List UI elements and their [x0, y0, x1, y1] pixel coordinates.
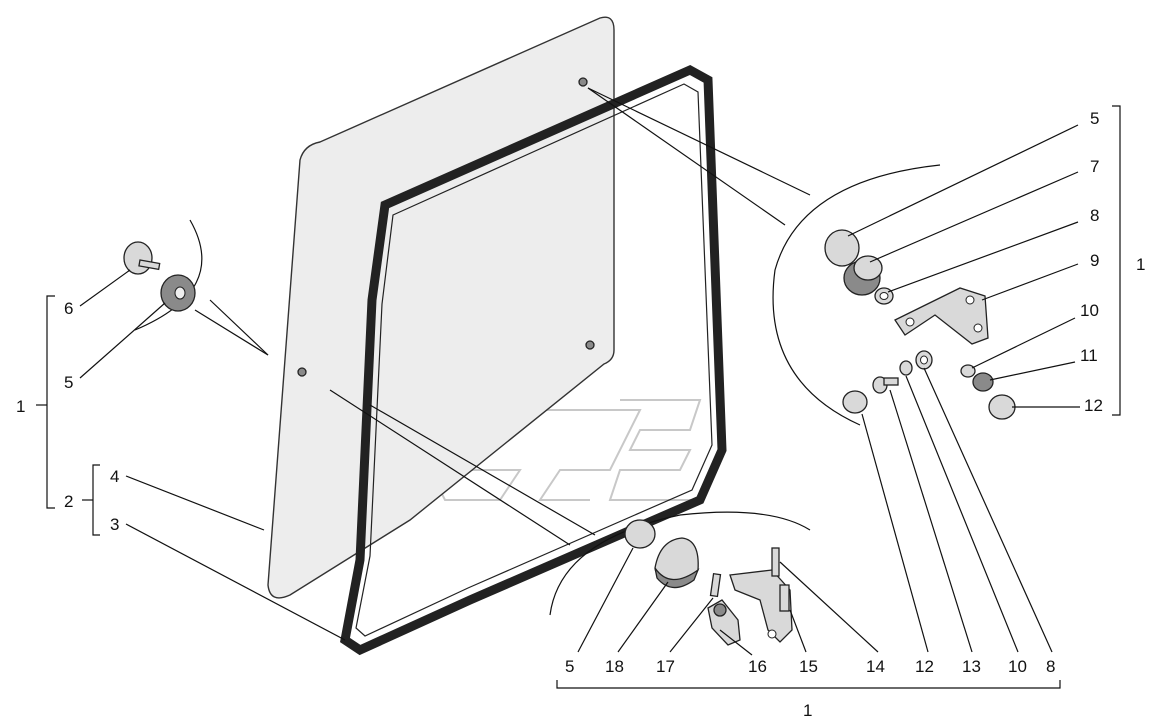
part-10-washer-lower: [899, 360, 913, 376]
glass-hole-top: [578, 77, 588, 87]
label-12-right: 12: [1084, 396, 1103, 415]
part-12-cap-right: [988, 394, 1016, 420]
label-18-bottom: 18: [605, 657, 624, 676]
label-10-right: 10: [1080, 301, 1099, 320]
bottom-leaders: [577, 367, 1053, 656]
part-8-washer-lower: [915, 350, 933, 370]
label-8-right: 8: [1090, 206, 1099, 225]
bottom-bracket: [556, 680, 1061, 689]
label-11-right: 11: [1080, 346, 1098, 365]
label-5-left: 5: [64, 373, 73, 392]
callout-labels: 5 7 8 9 1 10 11 12 6 5 1 4 2 3 5 18 17 1…: [16, 109, 1145, 720]
rubber-seal: [340, 64, 727, 656]
glass-hole-left: [297, 367, 307, 377]
label-13-bottom: 13: [962, 657, 981, 676]
part-17-pin: [709, 572, 722, 598]
label-12-bottom: 12: [915, 657, 934, 676]
label-1-left: 1: [16, 397, 25, 416]
part-11-nut: [972, 372, 994, 392]
label-14-bottom: 14: [866, 657, 885, 676]
part-18-cover: [654, 537, 700, 589]
part-5-washer-right: [824, 229, 860, 267]
label-4-left: 4: [110, 467, 119, 486]
part-10-washer: [960, 364, 976, 378]
label-1-right: 1: [1136, 255, 1145, 274]
label-9-right: 9: [1090, 251, 1099, 270]
right-bracket: [1112, 105, 1121, 416]
right-leaders: [847, 124, 1080, 408]
left-bracket-inner: [92, 464, 100, 536]
label-2-left: 2: [64, 492, 73, 511]
left-bracket-outer: [46, 295, 55, 509]
part-6-bolt: [123, 241, 161, 275]
label-8-bottom: 8: [1046, 657, 1055, 676]
part-14-pin: [771, 547, 780, 577]
detail-arc-bottom: [549, 511, 811, 616]
detail-arc-left: [134, 219, 203, 331]
part-5-washer-bottom: [624, 519, 656, 549]
part-13-bolt: [872, 376, 899, 394]
glass-hole-mid: [585, 340, 595, 350]
label-1-bottom: 1: [803, 701, 812, 720]
part-15-hinge: [729, 569, 793, 643]
part-7-bushing: [843, 255, 883, 296]
left-leaders: [79, 269, 346, 641]
glass-leaders: [194, 87, 811, 546]
label-3-left: 3: [110, 515, 119, 534]
label-5-right: 5: [1090, 109, 1099, 128]
detail-arc-right: [772, 164, 941, 426]
label-7-right: 7: [1090, 157, 1099, 176]
part-12-cap: [842, 390, 868, 414]
part-8-washer: [874, 287, 894, 305]
label-15-bottom: 15: [799, 657, 818, 676]
label-17-bottom: 17: [656, 657, 675, 676]
part-16-clamp: [707, 599, 741, 646]
part-9-bracket: [894, 287, 989, 345]
label-6-left: 6: [64, 299, 73, 318]
label-5-bottom: 5: [565, 657, 574, 676]
label-16-bottom: 16: [748, 657, 767, 676]
part-5-washer-left: [160, 274, 196, 312]
label-10-bottom: 10: [1008, 657, 1027, 676]
glass-pane: [267, 16, 615, 599]
